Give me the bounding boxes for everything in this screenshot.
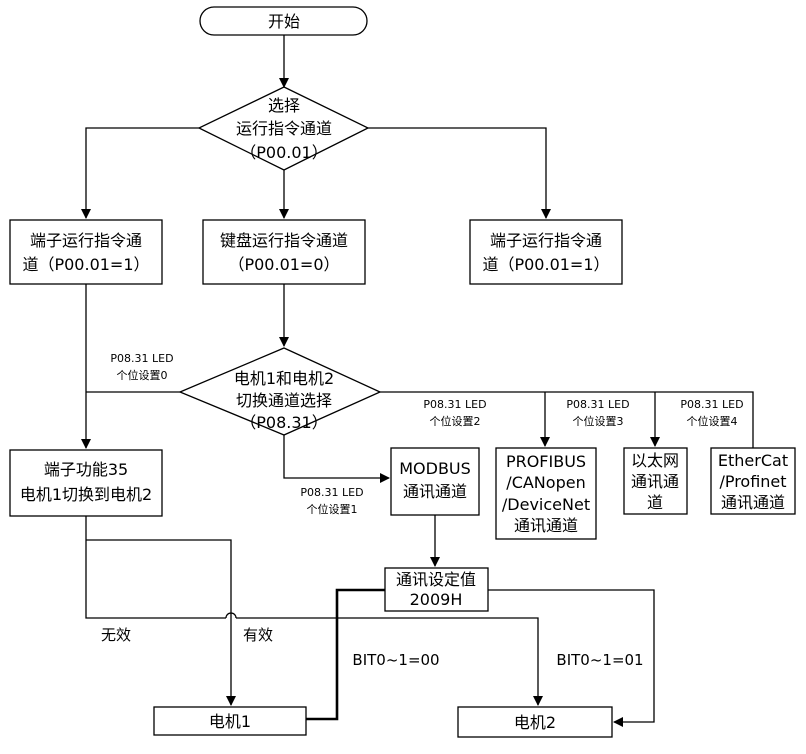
comm-setting-line1: 通讯设定值 <box>396 570 476 589</box>
profibus-line4: 通讯通道 <box>514 516 578 535</box>
led2-line2: 个位设置2 <box>430 414 481 428</box>
edge-switch-to-modbus <box>283 435 390 483</box>
comm-setting-box: 通讯设定值 2009H <box>384 567 489 612</box>
bit01-label: BIT0~1=01 <box>556 651 643 669</box>
motor-switch-line2: 切换通道选择 <box>236 391 332 410</box>
profibus-line3: /DeviceNet <box>502 495 590 514</box>
motor-switch-line3: （P08.31） <box>240 413 327 432</box>
profibus-line2: /CANopen <box>506 473 585 492</box>
select-channel-decision: 选择 运行指令通道 （P00.01） <box>197 86 370 171</box>
valid-label: 有效 <box>243 626 273 644</box>
terminal-func-line2: 电机1切换到电机2 <box>20 485 152 504</box>
led4-line1: P08.31 LED <box>680 398 743 411</box>
select-channel-line3: （P00.01） <box>240 143 327 162</box>
select-channel-line2: 运行指令通道 <box>236 119 332 138</box>
edge-valid-path <box>86 539 236 706</box>
terminal-right-box: 端子运行指令通 道（P00.01=1） <box>469 219 623 285</box>
edge-select-to-terminal-right <box>368 127 551 219</box>
start-node: 开始 <box>199 6 368 36</box>
start-label: 开始 <box>268 12 300 31</box>
edge-labels: P08.31 LED 个位设置0 P08.31 LED 个位设置1 P08.31… <box>101 352 744 669</box>
profibus-box: PROFIBUS /CANopen /DeviceNet 通讯通道 <box>495 447 597 540</box>
terminal-func-box: 端子功能35 电机1切换到电机2 <box>9 449 163 517</box>
motor-switch-line1: 电机1和电机2 <box>234 369 334 388</box>
edge-switch-right <box>380 391 754 448</box>
led1-line1: P08.31 LED <box>300 486 363 499</box>
motor2-box: 电机2 <box>457 706 613 738</box>
edges <box>81 35 754 727</box>
modbus-line2: 通讯通道 <box>403 482 467 501</box>
terminal-right-line1: 端子运行指令通 <box>490 231 602 250</box>
led3-line2: 个位设置3 <box>573 414 624 428</box>
terminal-left-line1: 端子运行指令通 <box>30 231 142 250</box>
ethercat-line1: EtherCat <box>718 451 788 470</box>
led2-line1: P08.31 LED <box>423 398 486 411</box>
edge-comm-to-motor2 <box>488 589 655 727</box>
motor1-box: 电机1 <box>153 706 307 736</box>
led3-line1: P08.31 LED <box>566 398 629 411</box>
led4-line2: 个位设置4 <box>687 414 738 428</box>
terminal-right-line2: 道（P00.01=1） <box>482 255 609 274</box>
keypad-line2: （P00.01=0） <box>228 255 339 274</box>
ethernet-line3: 道 <box>647 493 663 512</box>
modbus-box: MODBUS 通讯通道 <box>390 447 480 516</box>
motor-switch-decision: 电机1和电机2 切换通道选择 （P08.31） <box>178 347 382 436</box>
led0-line1: P08.31 LED <box>110 352 173 365</box>
edge-invalid-path <box>85 516 226 619</box>
led0-line2: 个位设置0 <box>117 368 168 382</box>
keypad-box: 键盘运行指令通道 （P00.01=0） <box>202 219 366 285</box>
edge-comm-to-motor1 <box>306 588 385 721</box>
ethernet-line1: 以太网 <box>631 451 679 470</box>
invalid-label: 无效 <box>101 626 131 644</box>
terminal-left-box: 端子运行指令通 道（P00.01=1） <box>9 219 163 285</box>
modbus-line1: MODBUS <box>399 459 471 478</box>
ethercat-box: EtherCat /Profinet 通讯通道 <box>710 447 796 515</box>
edge-select-to-terminal-left <box>81 127 199 219</box>
ethernet-line2: 通讯通 <box>631 472 679 491</box>
comm-setting-line2: 2009H <box>410 590 463 609</box>
terminal-left-line2: 道（P00.01=1） <box>22 255 149 274</box>
terminal-func-line1: 端子功能35 <box>44 460 128 479</box>
motor1-label: 电机1 <box>209 712 251 731</box>
ethercat-line3: 通讯通道 <box>721 493 785 512</box>
motor2-label: 电机2 <box>514 713 556 732</box>
keypad-line1: 键盘运行指令通道 <box>220 231 348 250</box>
profibus-line1: PROFIBUS <box>506 452 586 471</box>
bit00-label: BIT0~1=00 <box>352 651 439 669</box>
ethernet-box: 以太网 通讯通 道 <box>623 447 688 515</box>
select-channel-line1: 选择 <box>268 96 300 115</box>
led1-line2: 个位设置1 <box>307 502 358 516</box>
ethercat-line2: /Profinet <box>719 472 786 491</box>
